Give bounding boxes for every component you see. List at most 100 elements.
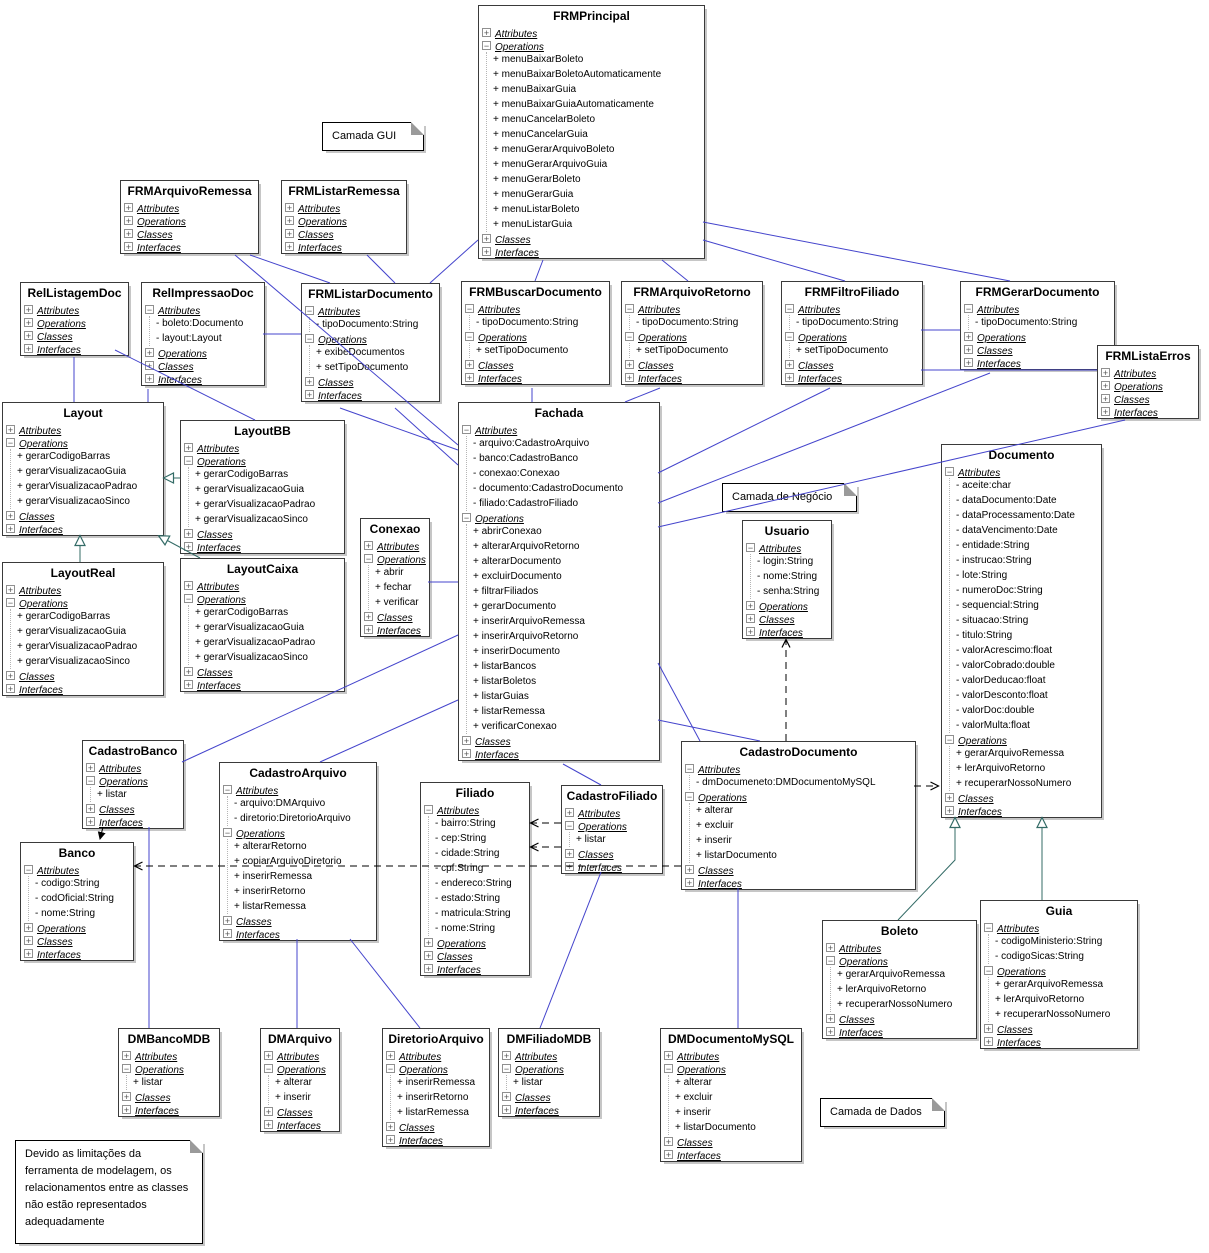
expander-plus-icon[interactable]: + [184, 443, 193, 453]
expander-minus-icon[interactable]: − [6, 598, 15, 608]
expander-plus-icon[interactable]: + [86, 763, 95, 773]
class-box-filiado[interactable]: Filiado−Attributes- bairro:String- cep:S… [420, 782, 530, 976]
expander-plus-icon[interactable]: + [86, 817, 95, 827]
expander-plus-icon[interactable]: + [6, 524, 15, 534]
class-box-frm-principal[interactable]: FRMPrincipal+Attributes−Operations+ menu… [478, 5, 705, 259]
expander-minus-icon[interactable]: − [826, 956, 835, 966]
class-box-layout[interactable]: Layout+Attributes−Operations+ gerarCodig… [2, 402, 164, 536]
expander-plus-icon[interactable]: + [285, 242, 294, 252]
expander-minus-icon[interactable]: − [305, 334, 314, 344]
expander-minus-icon[interactable]: − [305, 306, 314, 316]
expander-plus-icon[interactable]: + [826, 1027, 835, 1037]
class-box-dm-filiado-mdb[interactable]: DMFiliadoMDB+Attributes−Operations+ list… [498, 1028, 600, 1117]
expander-plus-icon[interactable]: + [785, 360, 794, 370]
expander-minus-icon[interactable]: − [945, 467, 954, 477]
expander-minus-icon[interactable]: − [785, 332, 794, 342]
expander-plus-icon[interactable]: + [482, 234, 491, 244]
expander-plus-icon[interactable]: + [984, 1037, 993, 1047]
expander-plus-icon[interactable]: + [145, 374, 154, 384]
expander-minus-icon[interactable]: − [122, 1064, 131, 1074]
expander-plus-icon[interactable]: + [964, 332, 973, 342]
expander-plus-icon[interactable]: + [945, 806, 954, 816]
expander-plus-icon[interactable]: + [285, 216, 294, 226]
class-box-frm-listar-documento[interactable]: FRMListarDocumento−Attributes- tipoDocum… [301, 283, 440, 402]
class-box-diretorio-arquivo[interactable]: DiretorioArquivo+Attributes−Operations+ … [382, 1028, 490, 1147]
expander-minus-icon[interactable]: − [24, 865, 33, 875]
class-box-guia[interactable]: Guia−Attributes- codigoMinisterio:String… [980, 900, 1138, 1049]
expander-plus-icon[interactable]: + [565, 862, 574, 872]
expander-plus-icon[interactable]: + [124, 229, 133, 239]
expander-plus-icon[interactable]: + [24, 318, 33, 328]
expander-minus-icon[interactable]: − [945, 735, 954, 745]
expander-plus-icon[interactable]: + [462, 736, 471, 746]
expander-minus-icon[interactable]: − [6, 438, 15, 448]
expander-minus-icon[interactable]: − [86, 776, 95, 786]
expander-plus-icon[interactable]: + [24, 923, 33, 933]
expander-plus-icon[interactable]: + [386, 1051, 395, 1061]
class-box-layout-real[interactable]: LayoutReal+Attributes−Operations+ gerarC… [2, 562, 164, 696]
expander-plus-icon[interactable]: + [502, 1051, 511, 1061]
expander-plus-icon[interactable]: + [124, 216, 133, 226]
expander-minus-icon[interactable]: − [785, 304, 794, 314]
expander-plus-icon[interactable]: + [184, 542, 193, 552]
expander-plus-icon[interactable]: + [964, 345, 973, 355]
expander-plus-icon[interactable]: + [184, 529, 193, 539]
class-box-conexao[interactable]: Conexao+Attributes−Operations+ abrir+ fe… [360, 518, 430, 637]
expander-plus-icon[interactable]: + [482, 28, 491, 38]
expander-plus-icon[interactable]: + [364, 625, 373, 635]
expander-plus-icon[interactable]: + [664, 1137, 673, 1147]
expander-plus-icon[interactable]: + [746, 601, 755, 611]
expander-minus-icon[interactable]: − [482, 41, 491, 51]
expander-plus-icon[interactable]: + [223, 929, 232, 939]
expander-minus-icon[interactable]: − [223, 828, 232, 838]
expander-plus-icon[interactable]: + [223, 916, 232, 926]
expander-minus-icon[interactable]: − [223, 785, 232, 795]
expander-minus-icon[interactable]: − [984, 966, 993, 976]
expander-plus-icon[interactable]: + [565, 849, 574, 859]
expander-plus-icon[interactable]: + [264, 1107, 273, 1117]
class-box-cadastro-documento[interactable]: CadastroDocumento−Attributes- dmDocumene… [681, 741, 916, 890]
expander-plus-icon[interactable]: + [145, 348, 154, 358]
expander-plus-icon[interactable]: + [462, 749, 471, 759]
expander-plus-icon[interactable]: + [364, 541, 373, 551]
expander-plus-icon[interactable]: + [285, 203, 294, 213]
expander-plus-icon[interactable]: + [964, 358, 973, 368]
expander-minus-icon[interactable]: − [462, 425, 471, 435]
expander-minus-icon[interactable]: − [465, 332, 474, 342]
expander-minus-icon[interactable]: − [184, 456, 193, 466]
expander-minus-icon[interactable]: − [145, 305, 154, 315]
class-box-layout-bb[interactable]: LayoutBB+Attributes−Operations+ gerarCod… [180, 420, 345, 554]
expander-plus-icon[interactable]: + [6, 671, 15, 681]
expander-plus-icon[interactable]: + [746, 627, 755, 637]
expander-plus-icon[interactable]: + [184, 581, 193, 591]
class-box-frm-gerar-documento[interactable]: FRMGerarDocumento−Attributes- tipoDocume… [960, 281, 1115, 370]
class-box-boleto[interactable]: Boleto+Attributes−Operations+ gerarArqui… [822, 920, 977, 1039]
expander-plus-icon[interactable]: + [386, 1122, 395, 1132]
expander-plus-icon[interactable]: + [424, 938, 433, 948]
expander-plus-icon[interactable]: + [122, 1092, 131, 1102]
expander-plus-icon[interactable]: + [122, 1105, 131, 1115]
class-box-documento[interactable]: Documento−Attributes- aceite:char- dataD… [941, 444, 1102, 818]
expander-minus-icon[interactable]: − [465, 304, 474, 314]
expander-minus-icon[interactable]: − [386, 1064, 395, 1074]
expander-plus-icon[interactable]: + [124, 203, 133, 213]
expander-minus-icon[interactable]: − [364, 554, 373, 564]
expander-plus-icon[interactable]: + [6, 425, 15, 435]
class-box-cadastro-banco[interactable]: CadastroBanco+Attributes−Operations+ lis… [82, 740, 184, 829]
expander-minus-icon[interactable]: − [685, 792, 694, 802]
expander-plus-icon[interactable]: + [945, 793, 954, 803]
class-box-rel-impressao-doc[interactable]: RelImpressaoDoc−Attributes- boleto:Docum… [141, 282, 265, 386]
expander-plus-icon[interactable]: + [305, 377, 314, 387]
expander-plus-icon[interactable]: + [264, 1120, 273, 1130]
expander-plus-icon[interactable]: + [625, 360, 634, 370]
class-box-usuario[interactable]: Usuario−Attributes- login:String- nome:S… [742, 520, 832, 639]
expander-plus-icon[interactable]: + [1101, 368, 1110, 378]
expander-plus-icon[interactable]: + [685, 878, 694, 888]
expander-plus-icon[interactable]: + [625, 373, 634, 383]
expander-minus-icon[interactable]: − [184, 594, 193, 604]
expander-plus-icon[interactable]: + [826, 1014, 835, 1024]
expander-minus-icon[interactable]: − [746, 543, 755, 553]
class-box-frm-arquivo-retorno[interactable]: FRMArquivoRetorno−Attributes- tipoDocume… [621, 281, 763, 385]
class-box-fachada[interactable]: Fachada−Attributes- arquivo:CadastroArqu… [458, 402, 660, 761]
expander-plus-icon[interactable]: + [364, 612, 373, 622]
